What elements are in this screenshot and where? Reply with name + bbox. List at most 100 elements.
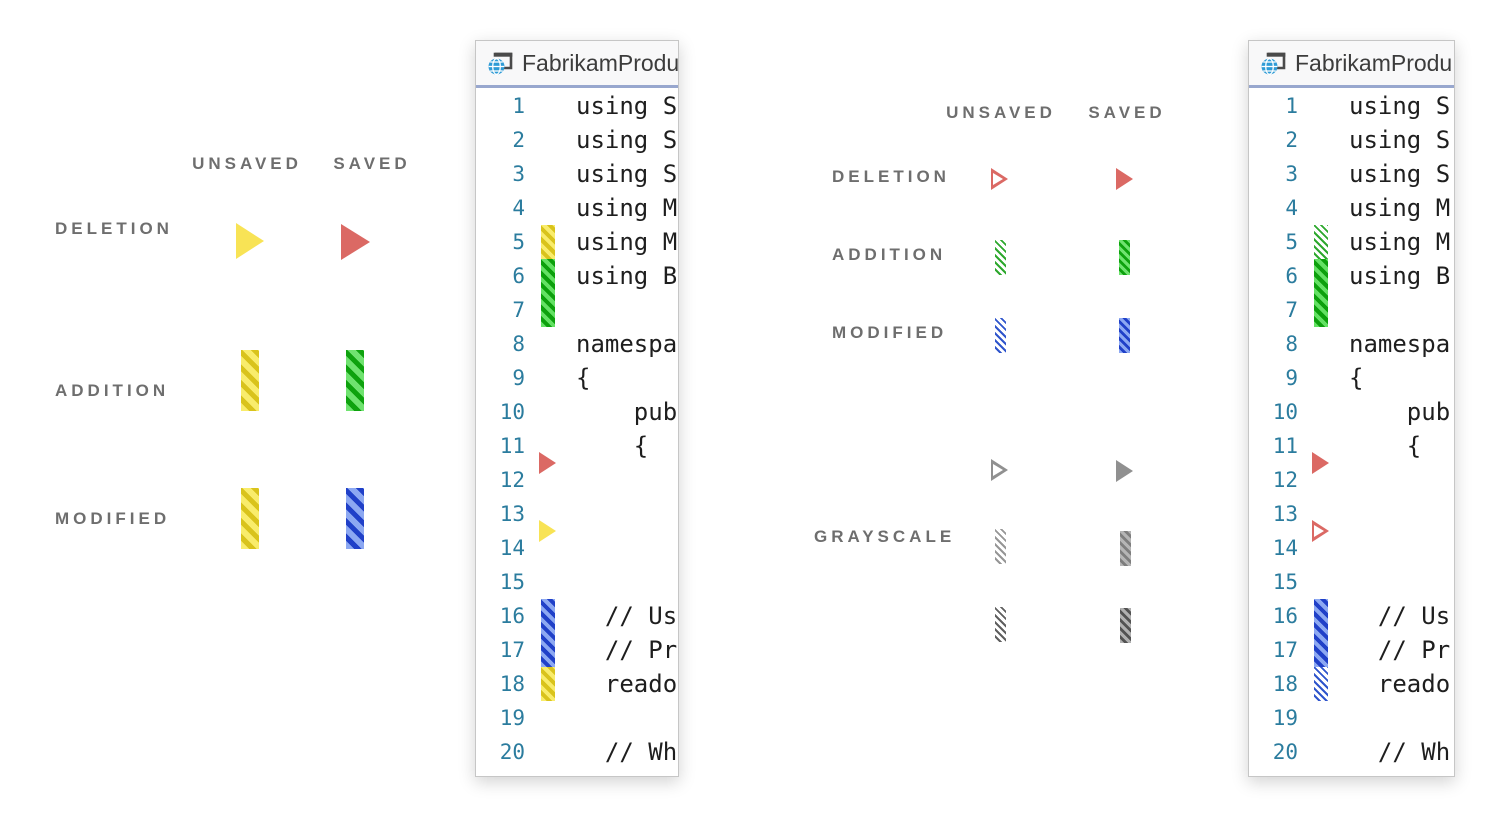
code-line: 16 // Us xyxy=(476,599,678,633)
line-number: 13 xyxy=(499,502,525,526)
legend-modified-saved-indicator xyxy=(346,488,364,549)
legend-left-row-addition: ADDITION xyxy=(55,381,170,400)
code-line: 19 xyxy=(1249,701,1454,735)
line-number: 20 xyxy=(1272,740,1298,764)
code-line: 15 xyxy=(476,565,678,599)
code-line: 6 using B xyxy=(476,259,678,293)
code-text: namespa xyxy=(1349,330,1451,358)
line-number: 1 xyxy=(512,94,525,118)
code-text: using S xyxy=(576,160,678,188)
editor-tab-title: FabrikamProdu xyxy=(1295,49,1453,76)
code-line: 2 using S xyxy=(476,123,678,157)
line-number: 4 xyxy=(1285,196,1298,220)
margin-indicator-deletion-saved xyxy=(1312,452,1329,474)
code-text: using S xyxy=(576,92,678,120)
code-text: namespa xyxy=(576,330,678,358)
code-text: // Wh xyxy=(576,738,678,766)
code-text: // Wh xyxy=(1349,738,1451,766)
code-line: 19 xyxy=(476,701,678,735)
legend-hatched-modified-saved-indicator xyxy=(1119,318,1130,353)
line-number: 18 xyxy=(1272,672,1298,696)
code-line: 14 xyxy=(1249,531,1454,565)
code-line: 16 // Us xyxy=(1249,599,1454,633)
margin-indicator-modified-saved xyxy=(541,599,555,667)
code-text: reado xyxy=(1349,670,1451,698)
code-text: { xyxy=(576,364,591,392)
margin-indicator-addition-unsaved xyxy=(1314,225,1328,259)
margin-indicator-modified-unsaved xyxy=(541,667,555,701)
line-number: 19 xyxy=(1272,706,1298,730)
legend-grayscale-addition-unsaved-indicator xyxy=(995,529,1006,564)
code-text: using B xyxy=(576,262,678,290)
code-line: 9{ xyxy=(476,361,678,395)
legend-hatched-deletion-unsaved-indicator xyxy=(991,168,1008,190)
line-number: 15 xyxy=(1272,570,1298,594)
code-text: using M xyxy=(1349,194,1451,222)
line-number: 17 xyxy=(1272,638,1298,662)
code-text: reado xyxy=(576,670,678,698)
code-text: { xyxy=(1349,432,1422,460)
line-number: 5 xyxy=(1285,230,1298,254)
line-number: 12 xyxy=(499,468,525,492)
line-number: 9 xyxy=(512,366,525,390)
legend-right-header-unsaved: UNSAVED xyxy=(946,103,1056,122)
margin-indicator-deletion-unsaved xyxy=(539,520,556,542)
line-number: 2 xyxy=(512,128,525,152)
code-text: using S xyxy=(576,126,678,154)
margin-indicator-deletion-saved xyxy=(539,452,556,474)
code-text: using M xyxy=(1349,228,1451,256)
line-number: 18 xyxy=(499,672,525,696)
legend-left-header-saved: SAVED xyxy=(333,154,411,173)
legend-grayscale-deletion-saved-indicator xyxy=(1116,460,1133,482)
line-number: 13 xyxy=(1272,502,1298,526)
line-number: 7 xyxy=(1285,298,1298,322)
line-number: 12 xyxy=(1272,468,1298,492)
code-text: using M xyxy=(576,194,678,222)
code-line: 20 // Wh xyxy=(1249,735,1454,769)
line-number: 2 xyxy=(1285,128,1298,152)
code-line: 9{ xyxy=(1249,361,1454,395)
margin-indicator-modified-unsaved xyxy=(1314,667,1328,701)
web-file-icon xyxy=(487,50,513,76)
line-number: 14 xyxy=(499,536,525,560)
legend-deletion-saved-indicator xyxy=(341,224,370,260)
code-line: 13 xyxy=(476,497,678,531)
line-number: 6 xyxy=(1285,264,1298,288)
code-text: // Us xyxy=(1349,602,1451,630)
legend-addition-unsaved-indicator xyxy=(241,350,259,411)
editor-tab[interactable]: FabrikamProdu xyxy=(1249,41,1454,88)
line-number: 7 xyxy=(512,298,525,322)
margin-indicator-modified-saved xyxy=(1314,599,1328,667)
code-line: 10 pub xyxy=(476,395,678,429)
editor-tab[interactable]: FabrikamProdu xyxy=(476,41,678,88)
margin-indicator-addition-saved xyxy=(1314,259,1328,327)
line-number: 15 xyxy=(499,570,525,594)
line-number: 19 xyxy=(499,706,525,730)
line-number: 11 xyxy=(1272,434,1298,458)
code-line: 17 // Pr xyxy=(476,633,678,667)
margin-indicator-deletion-unsaved xyxy=(1312,520,1329,542)
code-text: using M xyxy=(576,228,678,256)
code-line: 18 reado xyxy=(1249,667,1454,701)
legend-right-row-addition: ADDITION xyxy=(832,245,947,264)
line-number: 6 xyxy=(512,264,525,288)
legend-grayscale-deletion-unsaved-indicator xyxy=(991,459,1008,481)
code-line: 4 using M xyxy=(1249,191,1454,225)
code-line: 5 using M xyxy=(1249,225,1454,259)
code-text: // Pr xyxy=(1349,636,1451,664)
code-text: { xyxy=(576,432,649,460)
code-line: 7 xyxy=(1249,293,1454,327)
code-text: using S xyxy=(1349,126,1451,154)
legend-left-row-deletion: DELETION xyxy=(55,219,173,238)
